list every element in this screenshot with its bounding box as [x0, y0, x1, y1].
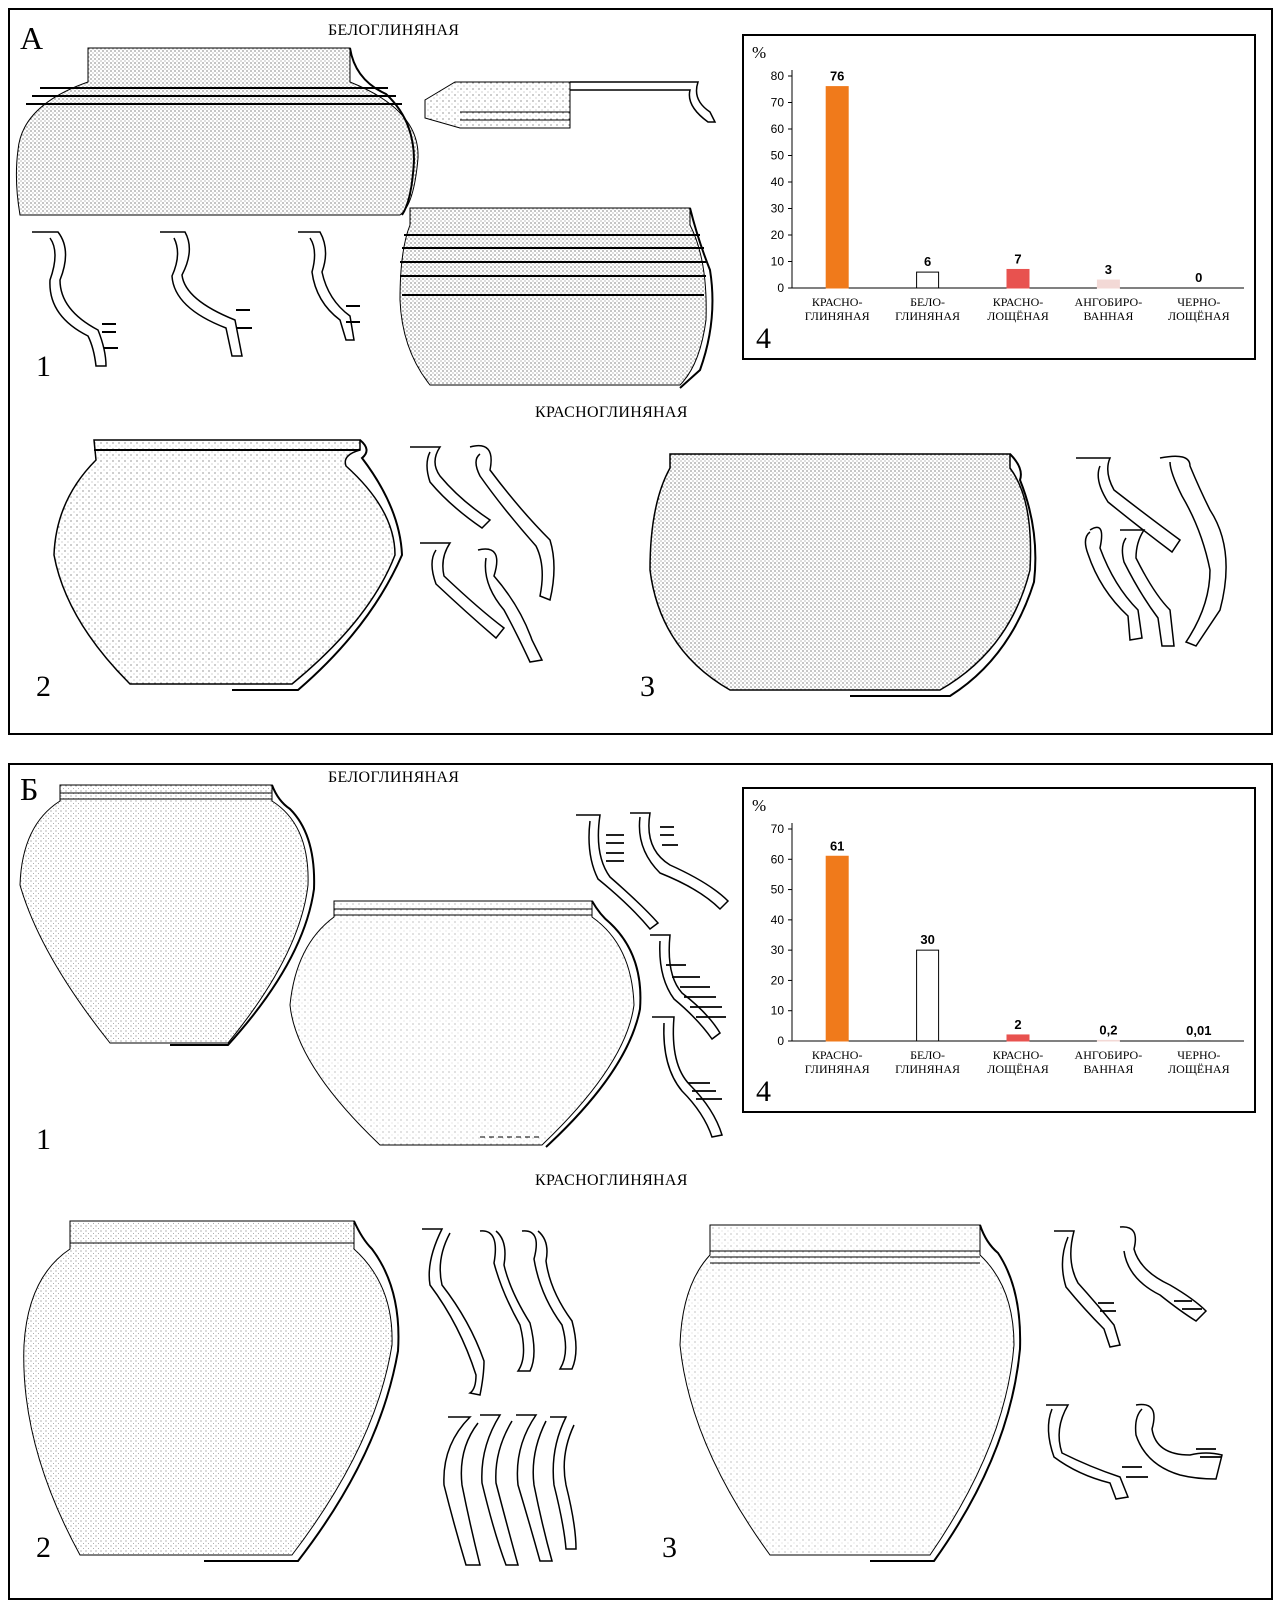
profiles-1-drawing — [32, 231, 360, 367]
vessel-1a-drawing — [15, 47, 419, 216]
category-label: ВАННАЯ — [1083, 309, 1133, 323]
y-tick-label: 70 — [771, 822, 785, 836]
category-label: БЕЛО- — [910, 1048, 945, 1062]
vessel-1b-drawing — [399, 207, 714, 389]
y-tick-label: 30 — [771, 202, 785, 216]
y-axis-label: % — [752, 43, 766, 62]
chart-label: 4 — [756, 322, 771, 355]
data-label: 3 — [1105, 262, 1112, 277]
chart-label: 4 — [756, 1075, 771, 1108]
profiles-3-drawing — [1046, 1226, 1223, 1500]
data-label: 0,2 — [1099, 1022, 1117, 1037]
figure-label-2: 2 — [36, 1531, 51, 1564]
vessel-1b-drawing — [289, 900, 642, 1148]
y-tick-label: 0 — [777, 281, 784, 295]
data-label: 0,01 — [1186, 1023, 1211, 1038]
bar — [825, 86, 849, 289]
category-label: КРАСНО- — [993, 1048, 1044, 1062]
y-tick-label: 20 — [771, 973, 785, 987]
y-tick-label: 60 — [771, 122, 785, 136]
category-label: ЧЕРНО- — [1177, 1048, 1220, 1062]
bar — [1006, 268, 1030, 289]
pottery-drawings-b — [19, 784, 1223, 1566]
category-label: ЛОЩЁНАЯ — [1168, 1062, 1230, 1076]
panel-a: А БЕЛОГЛИНЯНАЯ КРАСНОГЛИНЯНАЯ 1 2 3 — [8, 8, 1273, 735]
data-label: 6 — [924, 254, 931, 269]
vessel-2-drawing — [23, 1220, 400, 1562]
bar — [916, 949, 940, 1042]
y-tick-label: 40 — [771, 175, 785, 189]
y-tick-label: 0 — [777, 1034, 784, 1048]
y-tick-label: 20 — [771, 228, 785, 242]
y-tick-label: 40 — [771, 913, 785, 927]
panel-letter: Б — [20, 771, 39, 807]
y-tick-label: 30 — [771, 943, 785, 957]
category-label: ЛОЩЁНАЯ — [987, 1062, 1049, 1076]
rim-fragment-drawing — [424, 81, 717, 129]
y-tick-label: 70 — [771, 96, 785, 110]
top-caption: БЕЛОГЛИНЯНАЯ — [328, 22, 460, 39]
category-label: ЧЕРНО- — [1177, 295, 1220, 309]
category-label: БЕЛО- — [910, 295, 945, 309]
bar-chart-b: 4 %01020304050607061КРАСНО-ГЛИНЯНАЯ30БЕЛ… — [752, 796, 1244, 1108]
bar — [1096, 279, 1120, 289]
data-label: 30 — [920, 932, 934, 947]
vessel-2-drawing — [53, 439, 404, 691]
panel-letter: А — [20, 20, 44, 56]
panel-b: Б БЕЛОГЛИНЯНАЯ КРАСНОГЛИНЯНАЯ 1 2 3 — [8, 763, 1273, 1600]
category-label: ГЛИНЯНАЯ — [805, 1062, 870, 1076]
figure-label-3: 3 — [662, 1531, 677, 1564]
mid-caption: КРАСНОГЛИНЯНАЯ — [535, 1172, 688, 1189]
profiles-2-drawing — [422, 1228, 577, 1566]
bar — [1006, 1034, 1030, 1042]
category-label: ГЛИНЯНАЯ — [895, 309, 960, 323]
profiles-3-drawing — [1076, 455, 1227, 647]
figure-label-3: 3 — [640, 670, 655, 703]
category-label: АНГОБИРО- — [1075, 1048, 1143, 1062]
data-label: 61 — [830, 838, 844, 853]
mid-caption: КРАСНОГЛИНЯНАЯ — [535, 404, 688, 421]
bar — [916, 271, 940, 289]
category-label: АНГОБИРО- — [1075, 295, 1143, 309]
category-label: КРАСНО- — [812, 295, 863, 309]
y-tick-label: 80 — [771, 69, 785, 83]
category-label: КРАСНО- — [812, 1048, 863, 1062]
category-label: ВАННАЯ — [1083, 1062, 1133, 1076]
figure-label-2: 2 — [36, 670, 51, 703]
data-label: 0 — [1195, 270, 1202, 285]
figure-label-1: 1 — [36, 350, 51, 383]
profiles-2-drawing — [410, 445, 555, 663]
category-label: КРАСНО- — [993, 295, 1044, 309]
vessel-1a-drawing — [19, 784, 316, 1046]
bar — [825, 855, 849, 1042]
figure-label-1: 1 — [36, 1123, 51, 1156]
data-label: 2 — [1014, 1017, 1021, 1032]
top-caption: БЕЛОГЛИНЯНАЯ — [328, 769, 460, 786]
data-label: 76 — [830, 69, 844, 84]
y-tick-label: 50 — [771, 149, 785, 163]
y-tick-label: 60 — [771, 852, 785, 866]
y-tick-label: 50 — [771, 883, 785, 897]
bar — [1096, 1039, 1120, 1042]
y-tick-label: 10 — [771, 255, 785, 269]
y-axis-label: % — [752, 796, 766, 815]
y-tick-label: 10 — [771, 1004, 785, 1018]
pottery-drawings-a — [15, 47, 1227, 697]
category-label: ГЛИНЯНАЯ — [805, 309, 870, 323]
category-label: ГЛИНЯНАЯ — [895, 1062, 960, 1076]
data-label: 7 — [1014, 251, 1021, 266]
category-label: ЛОЩЁНАЯ — [1168, 309, 1230, 323]
vessel-3-drawing — [649, 453, 1037, 697]
profiles-1-drawing — [576, 812, 730, 1138]
vessel-3-drawing — [679, 1224, 1022, 1562]
category-label: ЛОЩЁНАЯ — [987, 309, 1049, 323]
